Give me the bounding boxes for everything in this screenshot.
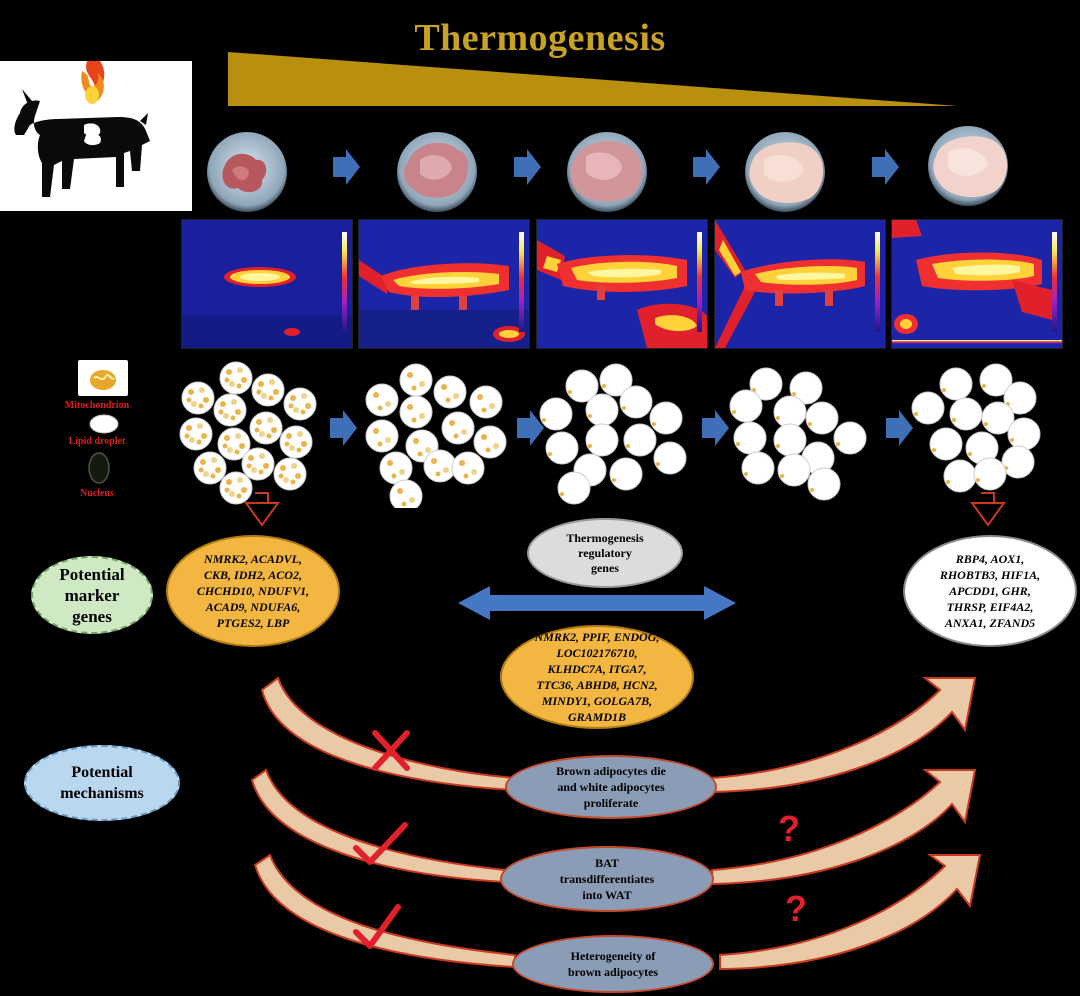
- thermal-image-1: [181, 219, 353, 349]
- petri-dish-4: [745, 132, 825, 212]
- goat-icon: [14, 59, 151, 197]
- arrow-dish-3: [693, 149, 720, 185]
- petri-dish-1: [207, 132, 287, 212]
- brown-marker-genes: NMRK2, ACADVL, CKB, IDH2, ACO2, CHCHD10,…: [166, 535, 340, 647]
- arrow-cells-3: [702, 410, 729, 446]
- cluster-3: [539, 363, 687, 505]
- double-arrow: [458, 586, 736, 620]
- cluster-1: [179, 361, 317, 505]
- check-mark-2: [353, 904, 401, 949]
- curve-1-in: [260, 676, 516, 792]
- curve-2-out: [711, 769, 977, 886]
- potential-mechanisms-label: Potential mechanisms: [24, 745, 180, 821]
- down-arrow-white: [970, 492, 1006, 527]
- mechanism-3: Heterogeneity of brown adipocytes: [512, 935, 714, 993]
- arrow-cells-2: [517, 410, 544, 446]
- potential-marker-genes-label: Potential marker genes: [31, 556, 153, 634]
- arrow-dish-4: [872, 149, 899, 185]
- mechanism-curves: [250, 676, 982, 971]
- mitochondrion-icon: [90, 370, 116, 390]
- mechanism-1: Brown adipocytes die and white adipocyte…: [505, 755, 717, 819]
- legend-lipid-droplet: Lipid droplet: [68, 436, 126, 447]
- mitochondrion-legend-box: [78, 360, 128, 396]
- legend-mitochondrion: Mitochondrion: [64, 400, 130, 411]
- legend-nucleus: Nucleus: [80, 488, 114, 499]
- thermal-image-4: [714, 219, 886, 349]
- adipocyte-clusters: [179, 361, 1041, 508]
- petri-dish-5: [928, 126, 1008, 206]
- cross-mark: [372, 730, 410, 771]
- cluster-5: [911, 363, 1041, 493]
- check-mark-1: [353, 822, 408, 865]
- petri-dish-3: [567, 132, 647, 212]
- white-marker-genes: RBP4, AOX1, RHOBTB3, HIF1A, APCDD1, GHR,…: [903, 535, 1077, 647]
- thermal-image-2: [358, 219, 530, 349]
- down-arrow-brown: [244, 492, 280, 527]
- cluster-4: [729, 367, 867, 501]
- arrow-cells-1: [330, 410, 357, 446]
- thermal-image-5: [891, 219, 1063, 349]
- question-mark-2: ?: [785, 888, 807, 929]
- thermal-image-3: [536, 219, 708, 349]
- thermogenesis-regulatory-genes-label: Thermogenesis regulatory genes: [527, 518, 683, 588]
- title-thermogenesis: Thermogenesis: [414, 17, 666, 59]
- curve-1-out: [711, 677, 977, 794]
- question-mark-1: ?: [778, 808, 800, 849]
- petri-dishes: [207, 126, 1008, 212]
- nucleus-icon: [88, 452, 110, 484]
- cluster-2: [365, 363, 507, 508]
- thermogenesis-wedge: [228, 52, 958, 106]
- goat-illustration-panel: [0, 59, 192, 211]
- dish-arrows: [333, 149, 899, 185]
- arrow-dish-2: [514, 149, 541, 185]
- arrow-dish-1: [333, 149, 360, 185]
- mechanism-2: BAT transdifferentiates into WAT: [500, 846, 714, 912]
- regulatory-genes: NMRK2, PPIF, ENDOG, LOC102176710, KLHDC7…: [500, 625, 694, 729]
- cell-arrows: [330, 410, 913, 446]
- lipid-droplet-icon: [89, 414, 119, 434]
- arrow-cells-4: [886, 410, 913, 446]
- curve-3-out: [719, 854, 982, 971]
- petri-dish-2: [397, 132, 477, 212]
